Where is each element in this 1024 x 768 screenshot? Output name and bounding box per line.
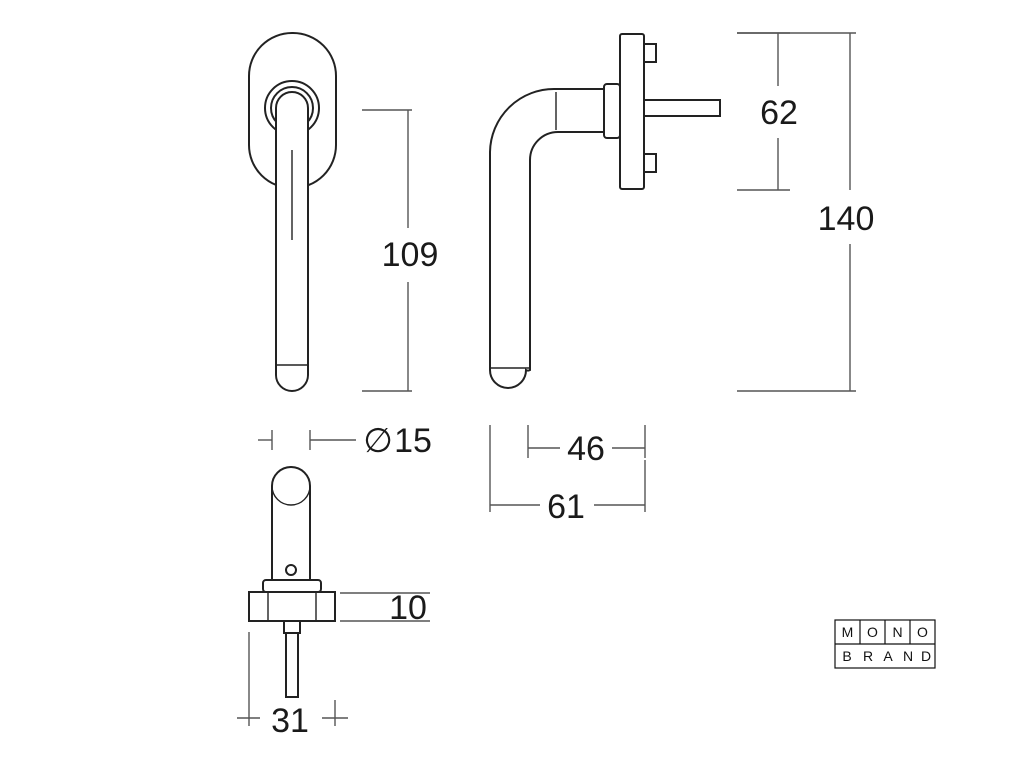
dimension-diameter: ∅ 15 xyxy=(258,422,432,460)
bottom-view xyxy=(248,466,336,698)
bottom-grub-screw xyxy=(285,564,297,576)
dimension-rose-thickness: 10 xyxy=(340,589,430,627)
brand-letter-3: N xyxy=(892,624,902,640)
brand-letter-2: O xyxy=(867,624,878,640)
dimension-spindle-height: 62 xyxy=(737,32,798,191)
bottom-collar xyxy=(262,579,322,593)
dimension-diameter-label: 15 xyxy=(394,422,432,460)
dimension-projection-outer-label: 61 xyxy=(547,488,585,526)
dimension-front-height-label: 109 xyxy=(382,236,439,274)
dimension-rose-width: 31 xyxy=(237,632,348,740)
brand-letter-5: B xyxy=(842,648,851,664)
dimension-rose-width-label: 31 xyxy=(271,702,309,740)
side-rose-plate xyxy=(619,33,645,190)
brand-letter-6: R xyxy=(863,648,873,664)
front-view xyxy=(248,32,337,392)
dimension-total-height-label: 140 xyxy=(818,200,875,238)
brand-letter-8: N xyxy=(903,648,913,664)
side-screw-top xyxy=(643,43,657,63)
dimension-total-height: 140 xyxy=(737,32,875,392)
brand-letter-4: O xyxy=(917,624,928,640)
dimension-spindle-height-label: 62 xyxy=(760,94,798,132)
brand-letter-9: D xyxy=(921,648,931,664)
side-spindle xyxy=(643,99,721,117)
brand-letter-1: M xyxy=(842,624,854,640)
bottom-lever xyxy=(271,466,311,581)
front-lever xyxy=(275,91,309,392)
dimension-projection-inner: 46 xyxy=(527,425,646,468)
dimension-projection-inner-label: 46 xyxy=(567,430,605,468)
dimension-front-height: 109 xyxy=(362,109,439,392)
side-view xyxy=(489,33,721,389)
dimension-projection-outer: 61 xyxy=(489,425,646,526)
bottom-spindle-base xyxy=(283,620,301,634)
side-collar xyxy=(603,83,621,139)
side-screw-bottom xyxy=(643,153,657,173)
bottom-rose xyxy=(248,591,336,622)
bottom-lever-end xyxy=(271,466,311,506)
diameter-symbol: ∅ xyxy=(363,422,393,460)
bottom-spindle xyxy=(285,632,299,698)
side-lever xyxy=(489,87,607,389)
dimension-rose-thickness-label: 10 xyxy=(389,589,427,627)
brand-letter-7: A xyxy=(883,648,893,664)
brand-logo: M O N O B R A N D xyxy=(834,619,936,669)
